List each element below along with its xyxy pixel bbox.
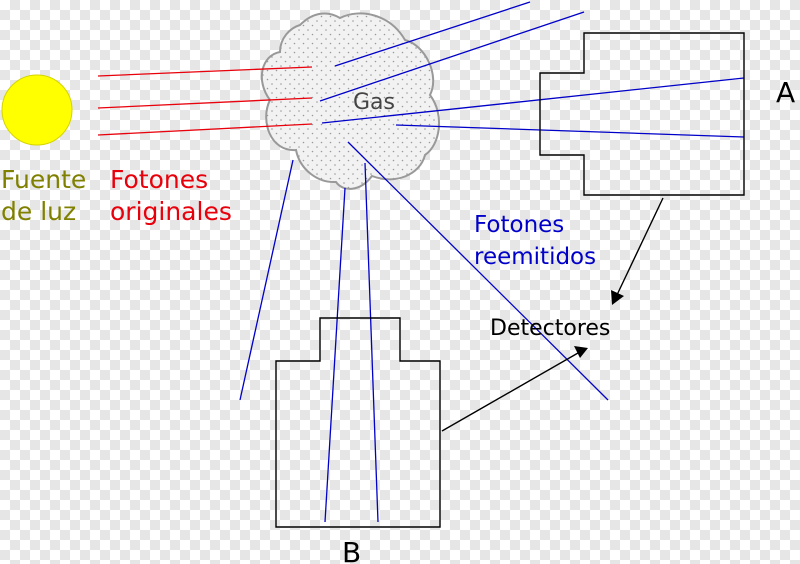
gas-label: Gas <box>353 90 395 115</box>
arrowhead-icon <box>611 290 624 305</box>
original-photon-rays <box>97 66 313 136</box>
detector-a-shape <box>539 32 745 196</box>
detector-b-shape <box>275 317 441 528</box>
reemitted-photon-ray <box>334 1 531 67</box>
reemitted-photon-ray <box>395 124 745 138</box>
detector-arrows <box>441 197 664 432</box>
light-source-sun <box>1 74 73 146</box>
gas-cloud-texture <box>261 13 440 189</box>
reemitted-photon-ray <box>321 77 745 124</box>
original-photons-label: originales <box>110 197 232 226</box>
original-photons-label: Fotones <box>110 165 208 194</box>
reemitted-photon-ray <box>324 187 346 523</box>
original-photon-ray <box>97 66 313 77</box>
light-source-label: de luz <box>1 197 76 226</box>
detector-b-label: B <box>342 536 361 564</box>
original-photon-ray <box>97 97 313 109</box>
detector-a-label: A <box>776 76 795 109</box>
reemitted-photon-rays <box>239 1 745 523</box>
original-photon-ray <box>97 123 313 136</box>
reemitted-photon-ray <box>319 11 585 102</box>
reemitted-photon-ray <box>347 141 609 401</box>
arrowhead-icon <box>574 346 588 358</box>
light-source-label: Fuente <box>1 165 86 194</box>
reemitted-photon-ray <box>364 162 379 523</box>
detectors-label: Detectores <box>490 316 610 341</box>
reemitted-photons-label: reemitidos <box>474 244 596 270</box>
reemitted-photons-label: Fotones <box>474 212 564 238</box>
arrow-from-detector-b <box>441 352 579 432</box>
reemitted-photon-ray <box>239 159 294 401</box>
arrow-from-detector-a <box>615 197 664 298</box>
